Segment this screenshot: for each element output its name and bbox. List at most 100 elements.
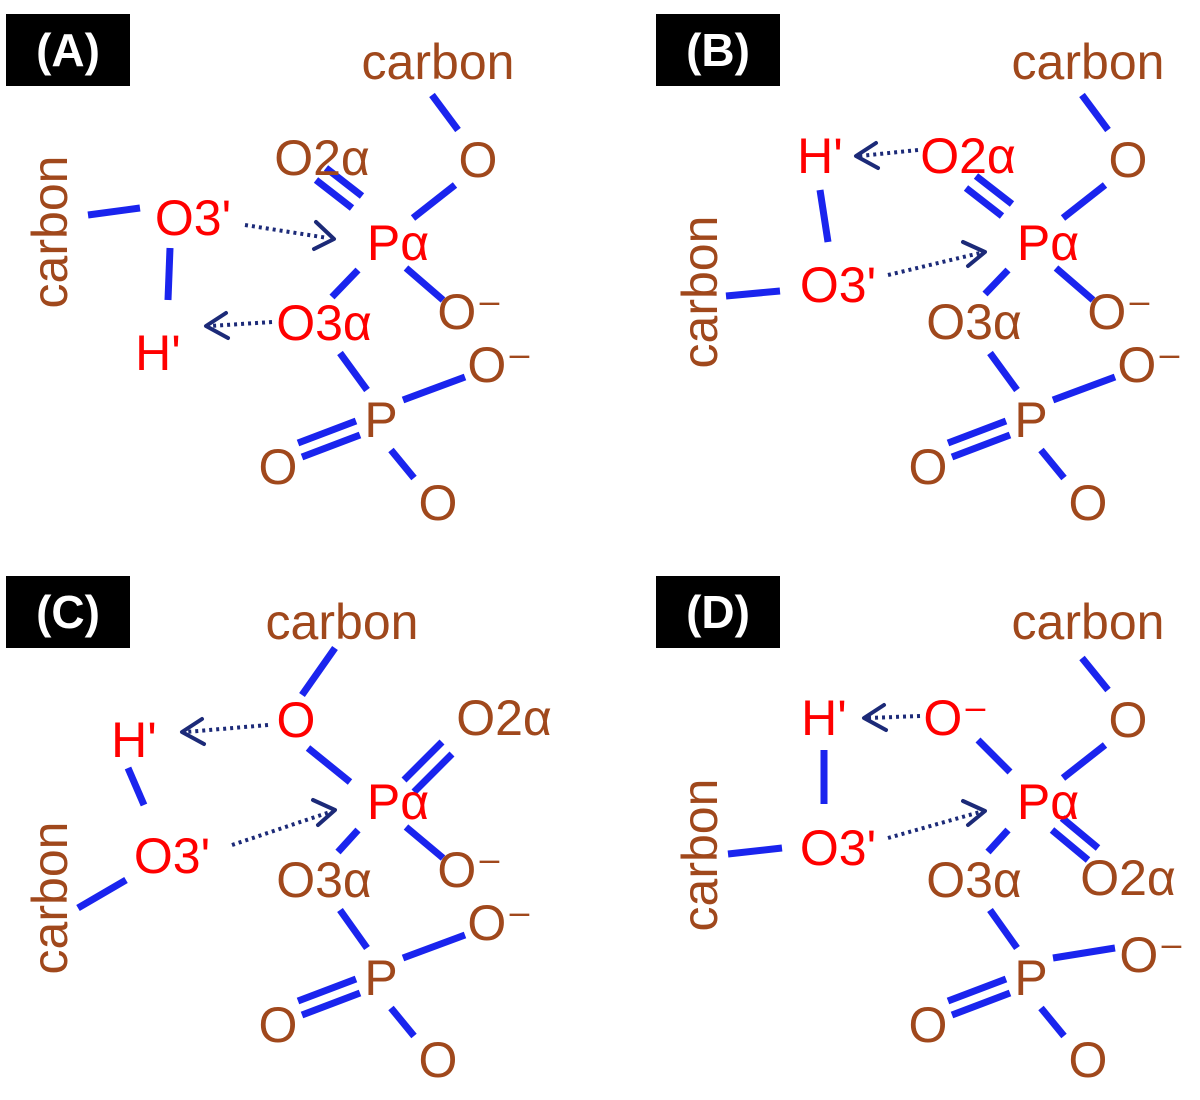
atom-oxygen: O	[1109, 692, 1148, 748]
atom-oxygen: O	[277, 692, 316, 748]
atom-p-alpha: Pα	[1017, 215, 1079, 271]
arrowhead	[180, 717, 206, 746]
atom-o-minus: O⁻	[923, 690, 988, 746]
atom-carbon: carbon	[22, 156, 78, 309]
proton-transfer-arrow	[859, 148, 919, 158]
atom-carbon: carbon	[362, 34, 515, 90]
bond	[305, 745, 353, 785]
bond	[76, 876, 128, 912]
arrowhead	[204, 311, 230, 340]
atom-o-minus: O⁻	[1117, 337, 1182, 393]
double-bond-line	[1059, 815, 1101, 851]
bond	[1038, 447, 1067, 481]
bond	[1079, 92, 1111, 133]
arrowhead	[862, 703, 888, 732]
atom-p-alpha: Pα	[367, 774, 429, 830]
bond	[727, 844, 783, 858]
atom-o2-alpha: O2α	[274, 130, 370, 186]
atom-o-minus: O⁻	[437, 284, 502, 340]
atom-o3-alpha: O3α	[276, 295, 372, 351]
double-bond-line	[300, 989, 362, 1019]
bond	[403, 265, 446, 303]
proton-transfer-arrow	[185, 723, 269, 734]
atom-o3-prime: O3'	[155, 190, 231, 246]
atom-oxygen: O	[909, 439, 948, 495]
bond	[1060, 742, 1108, 781]
bond	[401, 373, 467, 404]
atom-oxygen: O	[1069, 475, 1108, 531]
bond	[329, 267, 361, 300]
double-bond-line	[950, 989, 1012, 1019]
panel-b: (B) carbon carbon O O2α O3' H' Pα O⁻ O3α…	[656, 14, 1183, 531]
bond	[1060, 182, 1108, 221]
atom-phosphorus: P	[1014, 950, 1047, 1006]
double-bond-line	[296, 975, 358, 1005]
arrowhead	[312, 220, 336, 251]
panel-c: (C) carbon carbon O O2α O3' H' Pα O⁻ O3α…	[6, 576, 552, 1088]
atom-phosphorus: P	[1014, 392, 1047, 448]
atom-o3-alpha: O3α	[926, 294, 1022, 350]
atom-o-minus: O⁻	[467, 895, 532, 951]
atom-carbon: carbon	[1012, 594, 1165, 650]
bond	[985, 827, 1011, 855]
arrowhead	[311, 798, 337, 827]
double-bond-line	[950, 431, 1012, 461]
atom-o3-prime: O3'	[134, 828, 210, 884]
atom-carbon: carbon	[22, 822, 78, 975]
nucleophilic-attack-arrow	[244, 223, 329, 240]
bond	[982, 267, 1011, 297]
double-bond-line	[401, 739, 445, 783]
atom-oxygen: O	[259, 997, 298, 1053]
proton-transfer-arrow	[209, 320, 273, 328]
panel-d: (D) carbon carbon O O⁻ O2α O3' H' Pα O3α…	[656, 576, 1185, 1088]
bond	[337, 907, 370, 951]
panel-label-box	[6, 576, 130, 648]
bond	[388, 447, 417, 481]
atom-h-prime: H'	[135, 325, 181, 381]
atom-oxygen: O	[459, 132, 498, 188]
bond	[1079, 655, 1111, 693]
atom-phosphorus: P	[364, 392, 397, 448]
bond	[987, 350, 1020, 393]
atom-p-alpha: Pα	[367, 215, 429, 271]
atom-oxygen: O	[259, 439, 298, 495]
atom-o2-alpha: O2α	[1080, 850, 1176, 906]
atom-o3-alpha: O3α	[926, 852, 1022, 908]
double-bond-line	[946, 975, 1008, 1005]
atom-h-prime: H'	[797, 128, 843, 184]
panel-label-box	[6, 14, 130, 86]
double-bond-line	[411, 751, 455, 795]
bond	[401, 931, 467, 962]
bond	[725, 287, 781, 300]
atom-o2-alpha: O2α	[456, 690, 552, 746]
panel-label: (C)	[36, 586, 100, 638]
bond	[87, 204, 141, 219]
double-bond-line	[300, 431, 362, 461]
bond	[164, 247, 174, 301]
bond	[299, 645, 338, 698]
bond	[403, 824, 446, 861]
bond	[1038, 1005, 1067, 1039]
nucleophilic-attack-arrow	[887, 810, 981, 840]
double-bond-line	[1049, 827, 1091, 863]
atom-carbon: carbon	[672, 216, 728, 369]
bond	[429, 92, 461, 133]
atom-o-minus: O⁻	[1087, 284, 1152, 340]
atom-o2-alpha: O2α	[920, 128, 1016, 184]
nucleophilic-attack-arrow	[887, 251, 981, 277]
atom-o-minus: O⁻	[1119, 927, 1184, 983]
atom-o-minus: O⁻	[467, 337, 532, 393]
arrowhead	[961, 240, 987, 268]
atom-carbon: carbon	[1012, 34, 1165, 90]
proton-transfer-arrow	[867, 714, 921, 720]
double-bond-line	[963, 185, 1005, 219]
arrowhead	[961, 799, 987, 827]
arrowhead	[854, 141, 880, 170]
atom-carbon: carbon	[672, 779, 728, 932]
double-bond-line	[323, 165, 365, 199]
bond	[335, 827, 361, 855]
bond	[816, 189, 832, 243]
atom-h-prime: H'	[111, 712, 157, 768]
nucleophilic-attack-arrow	[231, 810, 331, 847]
panel-a: (A) carbon carbon O O2α O3' H' Pα O⁻ O3α…	[6, 14, 533, 531]
